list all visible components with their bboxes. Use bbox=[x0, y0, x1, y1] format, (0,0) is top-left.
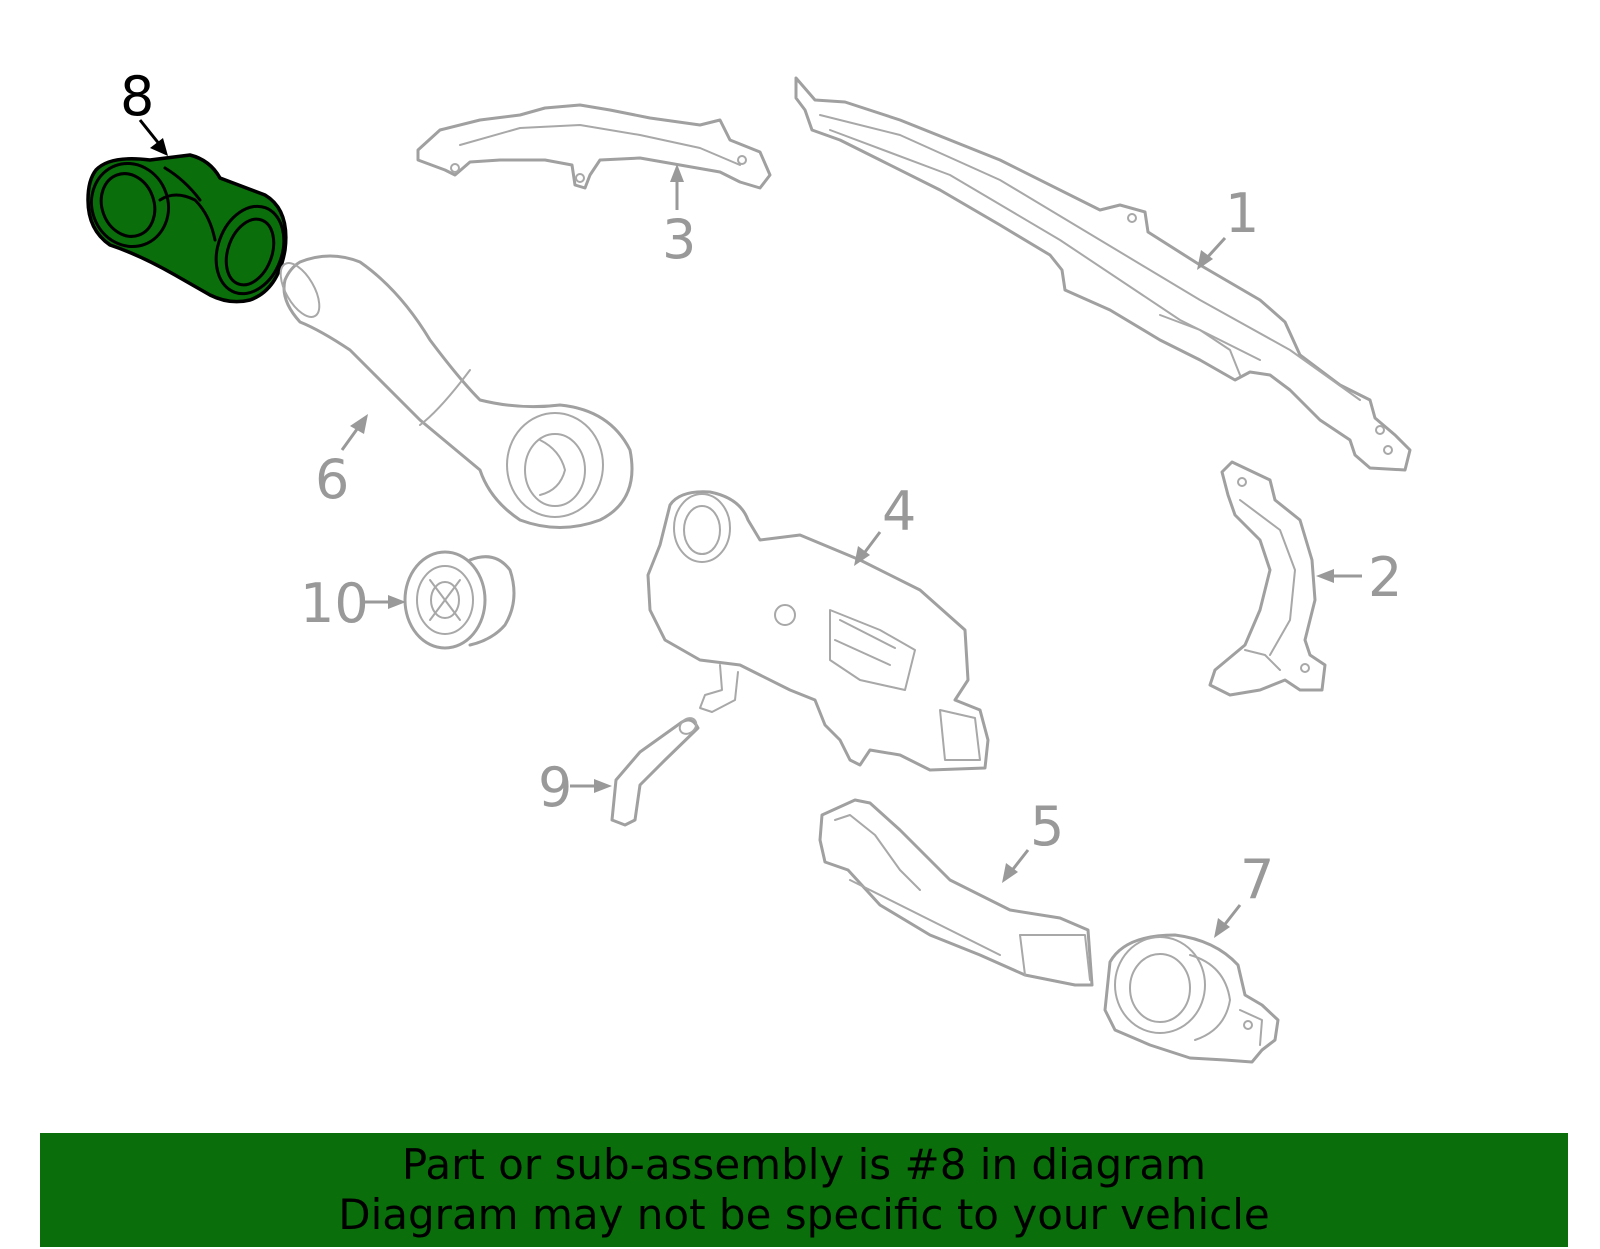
part-7-vent-housing bbox=[1103, 933, 1280, 1064]
part-10-vent bbox=[403, 550, 516, 650]
part-1-crossmember-duct bbox=[794, 76, 1412, 472]
callout-9: 9 bbox=[538, 756, 612, 819]
callout-2: 2 bbox=[1316, 546, 1402, 609]
callout-6: 6 bbox=[315, 414, 368, 511]
part-3-bracket bbox=[416, 103, 772, 190]
info-banner: Part or sub-assembly is #8 in diagram Di… bbox=[40, 1133, 1568, 1247]
callout-10-label: 10 bbox=[300, 572, 369, 635]
callout-1-label: 1 bbox=[1225, 182, 1259, 245]
callout-8: 8 bbox=[120, 65, 168, 156]
part-5-duct bbox=[818, 798, 1094, 987]
callout-4: 4 bbox=[854, 480, 916, 566]
callout-7-label: 7 bbox=[1240, 848, 1274, 911]
callout-5: 5 bbox=[1002, 795, 1064, 883]
part-9-tube bbox=[610, 717, 700, 827]
part-8-duct-highlighted[interactable] bbox=[80, 153, 296, 304]
callout-6-label: 6 bbox=[315, 448, 349, 511]
callout-1: 1 bbox=[1197, 182, 1259, 270]
part-4-duct-assembly bbox=[646, 490, 990, 772]
banner-line-2: Diagram may not be specific to your vehi… bbox=[338, 1190, 1270, 1239]
callout-2-label: 2 bbox=[1368, 546, 1402, 609]
part-6-duct bbox=[279, 254, 634, 529]
callout-3: 3 bbox=[662, 164, 696, 271]
banner-line-1: Part or sub-assembly is #8 in diagram bbox=[401, 1140, 1207, 1189]
callout-4-label: 4 bbox=[882, 480, 916, 543]
callout-3-label: 3 bbox=[662, 208, 696, 271]
callout-5-label: 5 bbox=[1030, 795, 1064, 858]
callout-7: 7 bbox=[1214, 848, 1274, 938]
part-2-bracket bbox=[1208, 460, 1327, 697]
callout-9-label: 9 bbox=[538, 756, 572, 819]
callout-10: 10 bbox=[300, 572, 406, 635]
callout-8-label: 8 bbox=[120, 65, 154, 128]
